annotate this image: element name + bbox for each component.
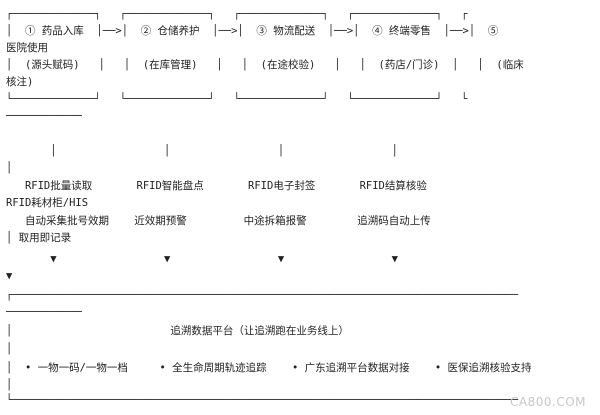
connector-line-wrap: │ <box>6 162 13 174</box>
platform-bottom-border: └───────────────────────────────────────… <box>6 394 519 406</box>
platform-title-row: │ 追溯数据平台（让追溯跑在业务线上） <box>6 325 349 337</box>
watermark-logo: CA800.COM <box>510 395 586 409</box>
rfid-function-wrap: RFID耗材柜/HIS <box>6 197 89 209</box>
platform-spacer-row-2: │ <box>6 379 13 391</box>
stage-boxes-top-border: ┌─────────────┐ ┌─────────────┐ ┌───────… <box>6 8 468 20</box>
stage-boxes-titles-row: │ ① 药品入库 │──>│ ② 仓储养护 │──>│ ③ 物流配送 │──>│… <box>6 25 499 37</box>
stage-boxes-bottom-border: └─────────────┘ └─────────────┘ └───────… <box>6 93 468 105</box>
stage-5-title-wrap: 医院使用 <box>6 42 48 54</box>
rfid-function-row: RFID批量读取 RFID智能盘点 RFID电子封签 RFID结算核验 <box>6 180 427 192</box>
stage-5-bottom-border-wrap: ──────────── <box>6 110 82 122</box>
down-arrows-row: ▼ ▼ ▼ ▼ <box>6 253 398 265</box>
platform-top-border-wrap: ──────────── <box>6 306 82 318</box>
rfid-detail-wrap: │ 取用即记录 <box>6 232 72 244</box>
connector-lines-row: │ │ │ │ <box>6 145 398 157</box>
platform-top-border: ┌───────────────────────────────────────… <box>6 289 519 301</box>
platform-features-row: │ • 一物一码/一物一档 • 全生命周期轨迹追踪 • 广东追溯平台数据对接 •… <box>6 362 532 374</box>
down-arrow-wrap: ▼ <box>6 270 13 282</box>
rfid-detail-row: 自动采集批号效期 近效期预警 中途拆箱报警 追溯码自动上传 <box>6 215 431 227</box>
platform-spacer-row: │ <box>6 343 13 355</box>
stage-boxes-subtitles-row: │ (源头赋码) │ │ (在库管理) │ │ (在途校验) │ │ (药店/门… <box>6 59 524 71</box>
stage-5-subtitle-wrap: 核注) <box>6 76 34 88</box>
